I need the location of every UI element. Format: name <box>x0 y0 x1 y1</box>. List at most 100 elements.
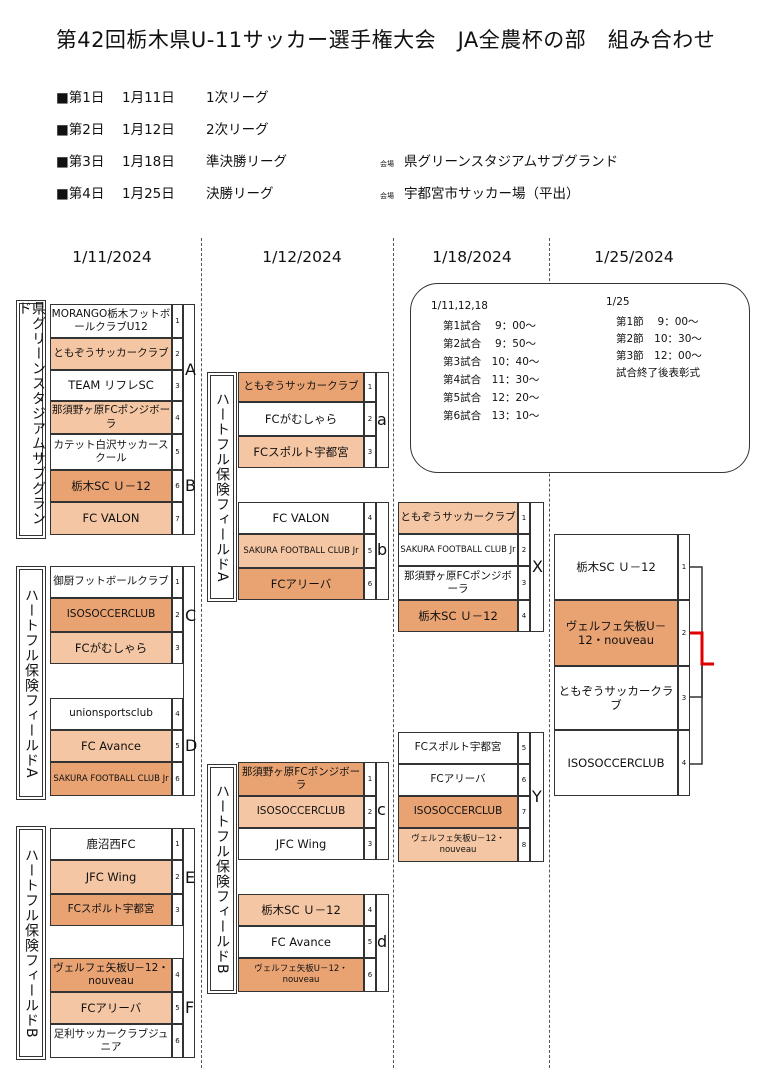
seed-number: 3 <box>678 666 690 730</box>
venue-label-heartfulB: ハートフル保険フィールドB <box>207 764 237 994</box>
group-bar <box>183 828 195 1058</box>
team-cell: FCスポルト宇都宮 <box>50 894 172 926</box>
team-cell: ヴェルフェ矢板U－12・nouveau <box>398 828 518 862</box>
venue-label-heartfulA: ハートフル保険フィールドA <box>207 372 237 602</box>
seed-number: 6 <box>172 470 183 502</box>
info-row: 第3試合 10：40～ <box>443 356 540 368</box>
schedule-round: 準決勝リーグ <box>206 154 287 170</box>
info-row: 第3節 12：00～ <box>616 350 702 362</box>
schedule-day: ■第4日 <box>56 186 105 202</box>
page-title: 第42回栃木県U-11サッカー選手権大会 JA全農杯の部 組み合わせ <box>55 28 716 52</box>
team-cell: 御厨フットボールクラブ <box>50 566 172 598</box>
team-cell: ヴェルフェ矢板U－12・nouveau <box>554 600 678 666</box>
group-bar <box>376 894 389 992</box>
schedule-day: ■第1日 <box>56 90 105 106</box>
seed-number: 2 <box>172 860 183 894</box>
team-cell: 栃木SC Ｕ－12 <box>554 534 678 600</box>
team-cell: 栃木SC Ｕ－12 <box>238 894 364 926</box>
venue-label-green: 県グリーンスタジアムサブグランド <box>16 300 46 539</box>
team-cell: ヴェルフェ矢板U－12・nouveau <box>50 958 172 992</box>
column-date-2: 1/12/2024 <box>262 248 342 266</box>
team-cell: SAKURA FOOTBALL CLUB Jr <box>398 534 518 566</box>
group-label-A: A <box>185 360 196 379</box>
seed-number: 5 <box>364 534 376 568</box>
seed-number: 4 <box>364 502 376 534</box>
group-label-a: a <box>377 410 387 429</box>
seed-number: 6 <box>518 764 530 796</box>
info-row: 第1試合 9：00～ <box>443 320 537 332</box>
venue-label-heartfulA: ハートフル保険フィールドA <box>16 566 46 800</box>
team-cell: 栃木SC Ｕ－12 <box>50 470 172 502</box>
venue-label-text: ハートフル保険フィールドB <box>23 847 39 1039</box>
team-cell: SAKURA FOOTBALL CLUB Jr <box>50 762 172 796</box>
team-cell: FCがむしゃら <box>238 402 364 436</box>
group-bar <box>376 372 389 468</box>
team-cell: FCがむしゃら <box>50 632 172 664</box>
group-bar <box>183 566 195 796</box>
group-label-c: c <box>377 800 386 819</box>
group-label-d: d <box>377 932 388 951</box>
seed-number: 5 <box>172 730 183 762</box>
team-cell: FCスポルト宇都宮 <box>238 436 364 468</box>
team-cell: ともぞうサッカークラブ <box>554 666 678 730</box>
schedule-round: 1次リーグ <box>206 90 269 106</box>
team-cell: FCアリーバ <box>238 568 364 600</box>
team-cell: ともぞうサッカークラブ <box>398 502 518 534</box>
venue-label-text: ハートフル保険フィールドA <box>214 391 230 583</box>
seed-number: 1 <box>364 762 376 796</box>
semifinal-venue: 会場県グリーンスタジアムサブグランド <box>380 150 618 170</box>
team-cell: ヴェルフェ矢板U－12・nouveau <box>238 958 364 992</box>
group-label-X: X <box>532 557 543 576</box>
info-row: 第2節 10：30～ <box>616 333 702 345</box>
seed-number: 3 <box>172 370 183 401</box>
seed-number: 2 <box>364 796 376 828</box>
seed-number: 4 <box>172 698 183 730</box>
info-row: 試合終了後表彰式 <box>616 367 700 379</box>
final-bracket <box>690 566 714 765</box>
schedule-date: 1月12日 <box>122 122 175 138</box>
column-date-3: 1/18/2024 <box>432 248 512 266</box>
info-header: 1/11,12,18 <box>431 300 488 312</box>
seed-number: 2 <box>678 600 690 666</box>
seed-number: 5 <box>172 434 183 470</box>
seed-number: 3 <box>364 436 376 468</box>
bracket-line <box>690 632 703 698</box>
venue-mark: 会場 <box>380 192 394 200</box>
schedule-date: 1月11日 <box>122 90 175 106</box>
group-label-E: E <box>185 868 196 887</box>
team-cell: TEAM リフレSC <box>50 370 172 401</box>
seed-number: 4 <box>172 401 183 434</box>
group-label-Y: Y <box>532 787 542 806</box>
team-cell: FC Avance <box>238 926 364 958</box>
column-divider <box>549 238 550 1068</box>
group-bar <box>530 502 544 632</box>
info-row: 第2試合 9：50～ <box>443 338 537 350</box>
team-cell: ISOSOCCERCLUB <box>238 796 364 828</box>
seed-number: 7 <box>518 796 530 828</box>
seed-number: 2 <box>172 598 183 632</box>
seed-number: 7 <box>172 502 183 535</box>
seed-number: 5 <box>364 926 376 958</box>
seed-number: 2 <box>172 338 183 370</box>
bracket-line <box>690 566 703 765</box>
schedule-date: 1月18日 <box>122 154 175 170</box>
team-cell: カテット白沢サッカースクール <box>50 434 172 470</box>
seed-number: 4 <box>172 958 183 992</box>
info-header: 1/25 <box>606 296 630 308</box>
group-bar <box>376 762 389 860</box>
team-cell: JFC Wing <box>50 860 172 894</box>
team-cell: 那須野ヶ原FCポンジボーラ <box>50 401 172 434</box>
seed-number: 1 <box>172 828 183 860</box>
team-cell: SAKURA FOOTBALL CLUB Jr <box>238 534 364 568</box>
seed-number: 2 <box>364 402 376 436</box>
team-cell: unionsportsclub <box>50 698 172 730</box>
team-cell: FCアリーバ <box>398 764 518 796</box>
team-cell: 足利サッカークラブジュニア <box>50 1024 172 1058</box>
seed-number: 4 <box>364 894 376 926</box>
seed-number: 1 <box>172 566 183 598</box>
seed-number: 3 <box>172 632 183 664</box>
team-cell: FCスポルト宇都宮 <box>398 732 518 764</box>
team-cell: 鹿沼西FC <box>50 828 172 860</box>
group-bar <box>183 304 195 535</box>
column-divider <box>393 238 394 1068</box>
